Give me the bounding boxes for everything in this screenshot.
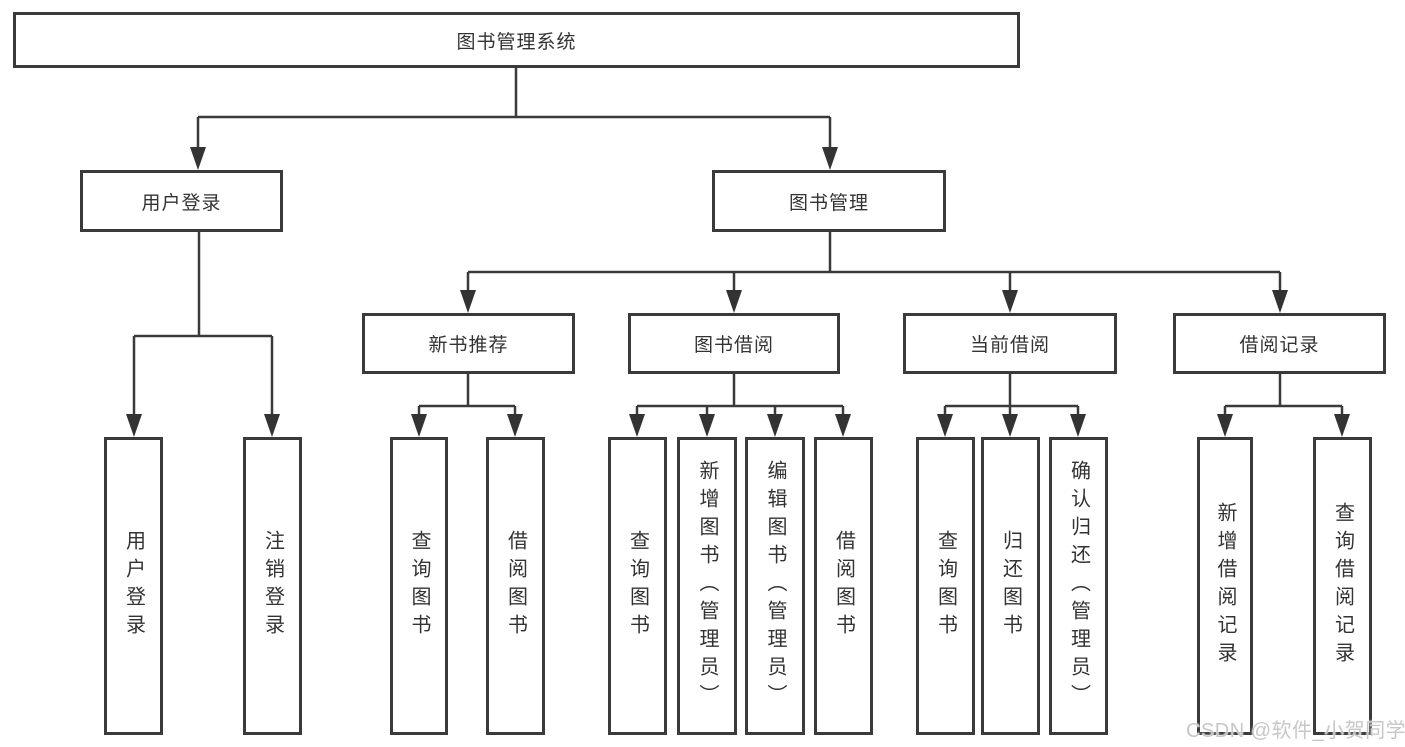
- arrow-icon: [699, 414, 715, 437]
- node-new-book-recommend: 新书推荐: [362, 313, 575, 374]
- node-leaf-query-borrow-record: 查询借阅记录: [1313, 437, 1372, 735]
- csdn-watermark: CSDN @软件_小贺同学: [1186, 720, 1405, 742]
- arrow-icon: [460, 290, 476, 313]
- node-label: 新增借阅记录: [1214, 502, 1236, 670]
- arrow-icon: [629, 414, 645, 437]
- arrow-icon: [190, 147, 206, 170]
- node-leaf-query-books-current: 查询图书: [916, 437, 975, 735]
- node-borrow-record: 借阅记录: [1173, 313, 1386, 374]
- node-label: 确认归还（管理员）: [1067, 460, 1090, 712]
- node-leaf-edit-book-admin: 编辑图书（管理员）: [745, 437, 805, 735]
- arrow-icon: [726, 290, 742, 313]
- arrow-icon: [1217, 414, 1233, 437]
- arrow-icon: [126, 414, 142, 437]
- node-label: 注销登录: [261, 530, 284, 642]
- arrow-icon: [1002, 414, 1018, 437]
- arrow-icon: [822, 147, 838, 170]
- arrow-icon: [1334, 414, 1350, 437]
- node-leaf-query-books-recommend: 查询图书: [390, 437, 448, 735]
- node-label: 查询图书: [934, 530, 957, 642]
- node-book-management: 图书管理: [712, 170, 946, 232]
- node-current-borrow: 当前借阅: [903, 313, 1117, 374]
- node-label: 借阅图书: [504, 530, 527, 642]
- arrow-icon: [937, 414, 953, 437]
- arrow-icon: [411, 414, 427, 437]
- node-leaf-confirm-return-admin: 确认归还（管理员）: [1049, 437, 1108, 735]
- arrow-icon: [767, 414, 783, 437]
- arrow-icon: [1272, 290, 1288, 313]
- node-leaf-borrow-books-borrow: 借阅图书: [814, 437, 873, 735]
- node-leaf-logout: 注销登录: [243, 437, 302, 735]
- node-label: 借阅图书: [832, 530, 855, 642]
- node-leaf-return-books: 归还图书: [981, 437, 1040, 735]
- node-book-borrow: 图书借阅: [628, 313, 840, 374]
- arrow-icon: [835, 414, 851, 437]
- node-leaf-borrow-books-recommend: 借阅图书: [486, 437, 545, 735]
- arrow-icon: [264, 414, 280, 437]
- arrow-icon: [1002, 290, 1018, 313]
- tree-edges: [132, 68, 1344, 419]
- node-label: 编辑图书（管理员）: [764, 460, 786, 712]
- node-label: 用户登录: [122, 530, 145, 642]
- node-leaf-add-book-admin: 新增图书（管理员）: [677, 437, 737, 735]
- node-leaf-add-borrow-record: 新增借阅记录: [1197, 437, 1253, 735]
- node-label: 新增图书（管理员）: [696, 460, 718, 712]
- arrow-icon: [507, 414, 523, 437]
- node-leaf-query-books-borrow: 查询图书: [608, 437, 667, 735]
- node-user-login: 用户登录: [80, 170, 283, 232]
- node-label: 查询借阅记录: [1331, 502, 1354, 670]
- node-leaf-user-login: 用户登录: [104, 437, 163, 735]
- node-label: 归还图书: [999, 530, 1022, 642]
- node-label: 查询图书: [626, 530, 649, 642]
- arrow-icon: [1070, 414, 1086, 437]
- node-root-library-system: 图书管理系统: [13, 12, 1020, 68]
- arrowheads: [126, 147, 1350, 437]
- node-label: 查询图书: [408, 530, 430, 642]
